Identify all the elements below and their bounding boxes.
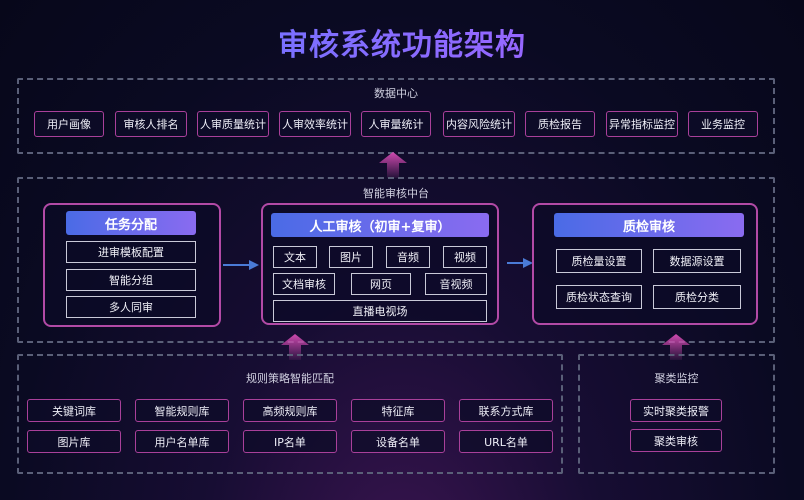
data-center-region: 数据中心 [17, 78, 775, 154]
qc-item-status-query[interactable]: 质检状态查询 [556, 285, 642, 309]
manual-item-document[interactable]: 文档审核 [273, 273, 335, 295]
data-center-item-business-monitor[interactable]: 业务监控 [688, 111, 758, 137]
manual-item-webpage[interactable]: 网页 [351, 273, 411, 295]
data-center-item-anomaly-monitor[interactable]: 异常指标监控 [606, 111, 678, 137]
task-item-multi-review[interactable]: 多人同审 [66, 296, 196, 318]
arrow-right-icon [223, 260, 259, 270]
rules-item-url-list[interactable]: URL名单 [459, 430, 553, 453]
arrow-up-icon [281, 334, 309, 360]
manual-item-audio[interactable]: 音频 [386, 246, 430, 268]
data-center-item-qc-report[interactable]: 质检报告 [525, 111, 595, 137]
qc-item-volume-setting[interactable]: 质检量设置 [556, 249, 642, 273]
cluster-label: 聚类监控 [654, 372, 699, 385]
rules-item-contact-lib[interactable]: 联系方式库 [459, 399, 553, 422]
rules-item-user-list-lib[interactable]: 用户名单库 [135, 430, 229, 453]
task-assignment-header: 任务分配 [66, 211, 196, 235]
rules-item-image-lib[interactable]: 图片库 [27, 430, 121, 453]
data-center-item-review-volume[interactable]: 人审量统计 [361, 111, 431, 137]
task-item-smart-grouping[interactable]: 智能分组 [66, 269, 196, 291]
data-center-item-user-profile[interactable]: 用户画像 [34, 111, 104, 137]
cluster-region: 聚类监控 [578, 354, 775, 474]
smart-center-label: 智能审核中台 [363, 187, 429, 200]
task-item-template-config[interactable]: 进审模板配置 [66, 241, 196, 263]
manual-item-image[interactable]: 图片 [329, 246, 373, 268]
manual-review-header: 人工审核（初审+复审） [271, 213, 489, 237]
smart-center-region: 智能审核中台 [17, 177, 775, 343]
rules-item-device-list[interactable]: 设备名单 [351, 430, 445, 453]
manual-item-live-tv[interactable]: 直播电视场 [273, 300, 487, 322]
data-center-item-review-efficiency[interactable]: 人审效率统计 [279, 111, 351, 137]
rules-item-keyword-lib[interactable]: 关键词库 [27, 399, 121, 422]
cluster-item-cluster-review[interactable]: 聚类审核 [630, 429, 722, 452]
arrow-up-icon [662, 334, 690, 360]
arrow-up-icon [379, 152, 407, 178]
manual-item-video[interactable]: 视频 [443, 246, 487, 268]
page-title: 审核系统功能架构 [0, 20, 804, 64]
data-center-item-content-risk[interactable]: 内容风险统计 [443, 111, 515, 137]
arrow-right-icon [507, 258, 533, 268]
data-center-item-review-quality[interactable]: 人审质量统计 [197, 111, 269, 137]
rules-item-feature-lib[interactable]: 特征库 [351, 399, 445, 422]
data-center-item-reviewer-ranking[interactable]: 审核人排名 [115, 111, 187, 137]
rules-label: 规则策略智能匹配 [246, 372, 334, 385]
rules-region: 规则策略智能匹配 [17, 354, 563, 474]
rules-item-frequent-rule-lib[interactable]: 高频规则库 [243, 399, 337, 422]
qc-review-header: 质检审核 [554, 213, 744, 237]
data-center-label: 数据中心 [374, 87, 418, 100]
manual-item-text[interactable]: 文本 [273, 246, 317, 268]
qc-item-datasource-setting[interactable]: 数据源设置 [653, 249, 741, 273]
qc-item-classification[interactable]: 质检分类 [653, 285, 741, 309]
cluster-item-realtime-alarm[interactable]: 实时聚类报警 [630, 399, 722, 422]
manual-item-audio-video[interactable]: 音视频 [425, 273, 487, 295]
rules-item-smart-rule-lib[interactable]: 智能规则库 [135, 399, 229, 422]
rules-item-ip-list[interactable]: IP名单 [243, 430, 337, 453]
